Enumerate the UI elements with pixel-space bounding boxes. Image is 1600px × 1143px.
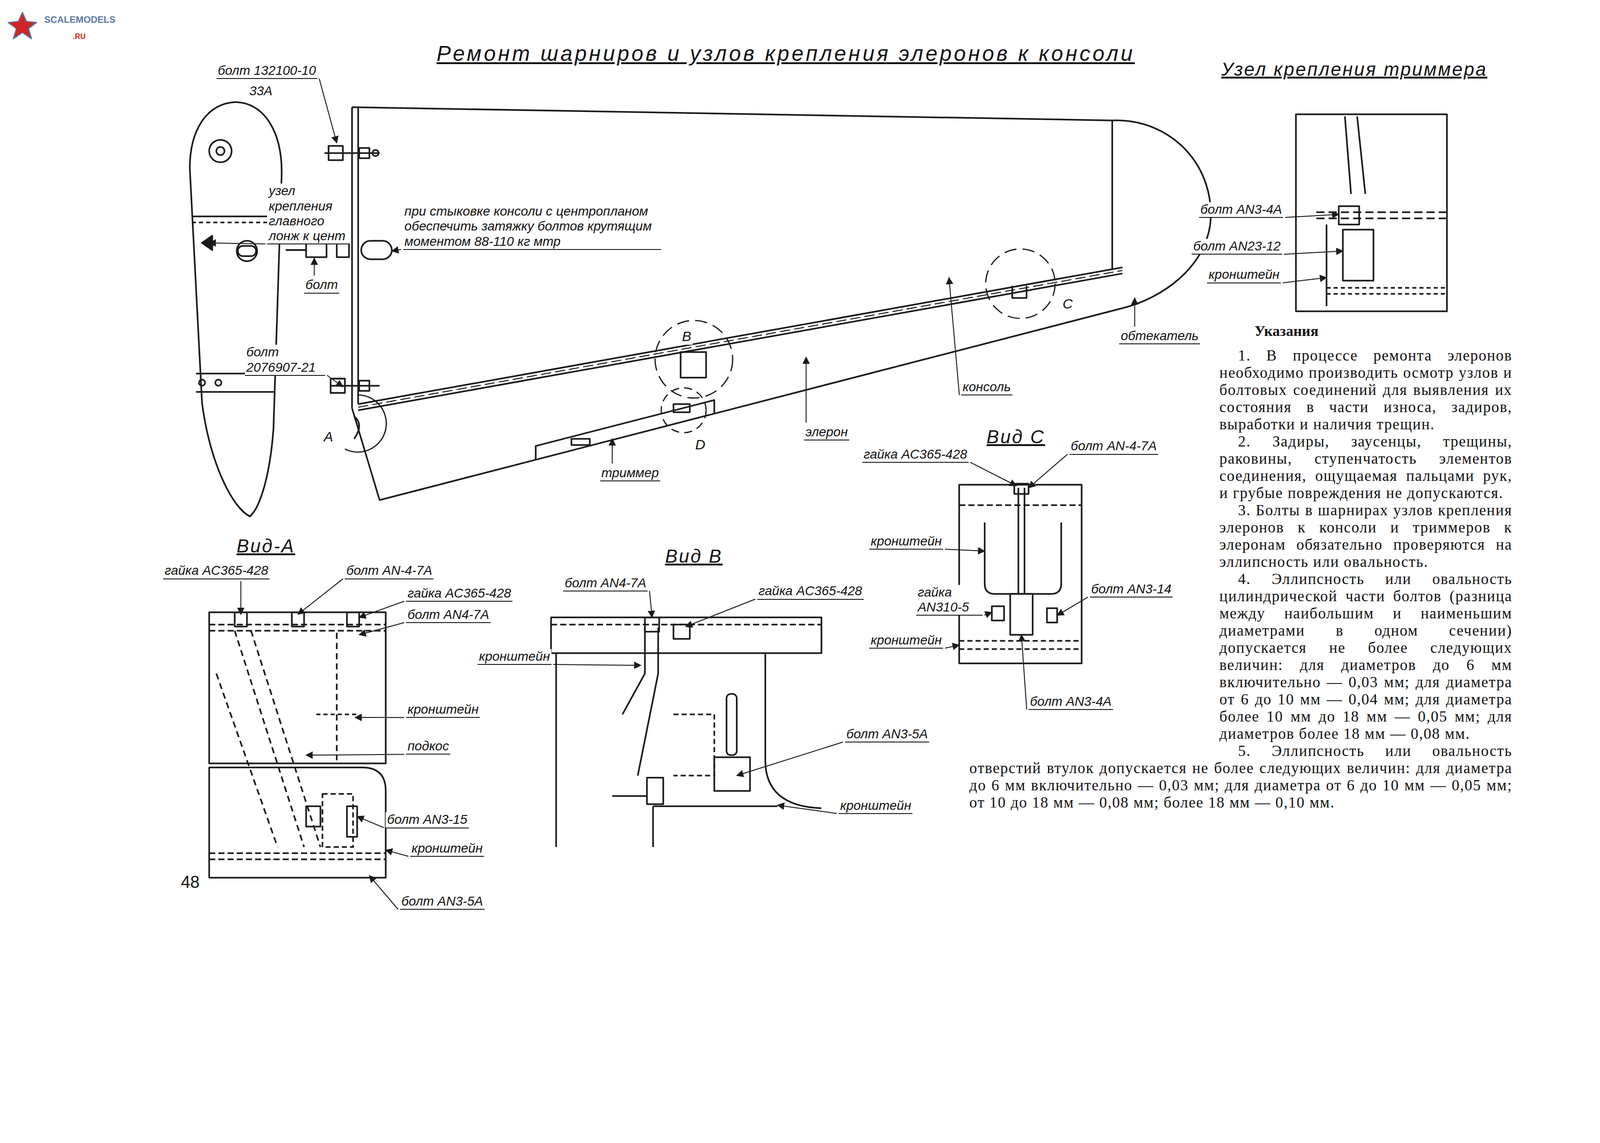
text-wrap-spacer [969, 347, 1220, 751]
leader-line [240, 581, 242, 615]
part-callout: гайка AC365-428 [862, 446, 969, 463]
detail-view: Вид-А [203, 535, 393, 883]
part-callout: болт AN23-12 [1191, 238, 1282, 255]
part-callout: консоль [961, 379, 1013, 396]
view-letter: В [680, 328, 693, 345]
part-callout: кронштейн [406, 701, 480, 718]
leader-line [1057, 596, 1089, 616]
notes-block: 1. В процессе ремонта элеронов необходим… [969, 347, 1513, 812]
leader-line [369, 875, 399, 910]
view-heading: Вид В [663, 545, 725, 567]
leader-line [209, 242, 266, 244]
leader-line [1285, 214, 1339, 218]
leader-line [736, 741, 844, 776]
view-letter: С [1061, 295, 1075, 313]
leader-line [1134, 297, 1135, 327]
part-callout: элерон [804, 424, 850, 441]
leader-line [805, 357, 807, 423]
part-callout: болт AN-4-7A [344, 563, 434, 579]
part-callout: кронштейн [869, 533, 944, 550]
part-callout: гайка AN310-5 [916, 584, 983, 616]
leader-line [611, 438, 613, 464]
view-heading: Вид С [984, 426, 1048, 448]
leader-line [944, 644, 959, 649]
leader-line [327, 375, 343, 387]
leader-line [777, 805, 838, 814]
view-letter: D [694, 436, 708, 453]
part-callout: болт [304, 277, 340, 294]
leader-line [685, 599, 756, 627]
part-callout: кронштейн [1206, 267, 1281, 283]
leader-line [949, 277, 960, 395]
detail-view: Вид С [954, 426, 1088, 667]
leader-line [553, 664, 642, 666]
instruction-paragraph: 2. Задиры, заусенцы, трещины, раковины, … [969, 432, 1513, 502]
leader-line [319, 78, 337, 143]
part-callout: болт AN4-7A [563, 575, 648, 592]
leader-line [354, 716, 405, 718]
part-callout: болт AN3-4A [1199, 202, 1284, 218]
part-callout: кронштейн [838, 798, 913, 814]
part-callout: гайка AC365-428 [406, 585, 513, 602]
leader-line [385, 850, 409, 857]
leader-line [1028, 454, 1068, 488]
part-callout: болт AN3-5A [845, 726, 930, 743]
leader-line [944, 549, 985, 551]
part-callout: болт AN-4-7A [1069, 438, 1159, 455]
leader-line [970, 462, 1017, 486]
view-heading: Узел крепления триммера [1219, 59, 1490, 80]
part-callout: подкос [406, 738, 451, 755]
part-callout: кронштейн [410, 840, 485, 857]
part-callout: кронштейн [869, 632, 944, 649]
view-heading: Вид-А [234, 535, 297, 557]
watermark: .RU [71, 32, 88, 41]
part-callout: болт AN3-15 [385, 812, 469, 828]
instruction-paragraph: 3. Болты в шарнирах узлов крепления элер… [969, 501, 1513, 571]
instruction-paragraph: 5. Эллипсность или овальность отверстий … [969, 742, 1513, 812]
part-callout: болт AN4-7A [406, 607, 491, 623]
instruction-paragraph: 1. В процессе ремонта элеронов необходим… [969, 347, 1513, 433]
leader-line [1282, 277, 1327, 283]
leader-line [359, 601, 405, 618]
part-callout: болт AN3-4A [1028, 694, 1114, 710]
part-callout: гайка AC365-428 [163, 563, 270, 579]
part-callout: обтекатель [1119, 328, 1200, 345]
part-callout: узел крепления главного лонж к цент [267, 183, 350, 245]
part-callout: 33А [248, 83, 275, 99]
view-letter: А [322, 428, 335, 446]
part-callout: болт 132100-10 [216, 63, 318, 79]
instruction-paragraph: 4. Эллипсность или овальность цилиндриче… [969, 570, 1513, 743]
part-callout: болт 2076907-21 [244, 344, 326, 376]
part-callout: при стыковке консоли с центропланом обес… [403, 203, 662, 250]
part-callout: болт AN3-14 [1089, 581, 1174, 598]
leader-line [1021, 634, 1027, 710]
page-title: Ремонт шарниров и узлов крепления элерон… [433, 40, 1138, 66]
notes-heading: Указания [1252, 322, 1320, 340]
leader-line [391, 249, 401, 251]
part-callout: кронштейн [477, 649, 552, 665]
leader-line [649, 590, 652, 618]
part-callout: болт AN3-5A [400, 893, 485, 910]
page-number: 48 [179, 872, 202, 892]
leader-line [984, 612, 992, 616]
leader-line [297, 578, 343, 615]
part-callout: триммер [600, 465, 661, 482]
watermark: SCALEMODELS [42, 14, 117, 26]
leader-line [306, 754, 405, 755]
leader-line [1284, 250, 1344, 255]
part-callout: гайка AC365-428 [757, 583, 864, 600]
leader-line [314, 258, 315, 276]
leader-line [359, 622, 405, 635]
leader-line [357, 816, 385, 828]
